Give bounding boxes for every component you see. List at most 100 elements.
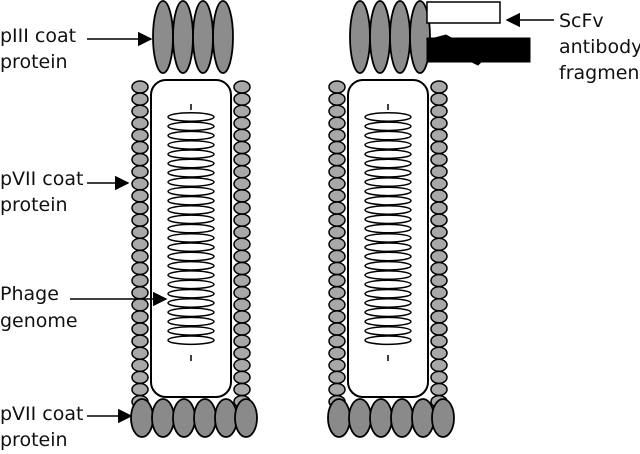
scfv-antibody-fragment: [425, 1, 531, 66]
phage-genome-label: Phage genome: [0, 283, 78, 332]
right-coat-protein-bead: [430, 382, 448, 397]
left-coat-protein-bead: [131, 92, 149, 106]
left-coat-protein-bead: [131, 249, 149, 264]
right-coat-protein-bead: [233, 237, 251, 252]
genome-coil: [364, 270, 412, 281]
right-coat-protein-bead: [233, 334, 251, 348]
genome-coil: [167, 232, 215, 243]
genome-coil: [167, 158, 215, 169]
right-coat-protein-bead: [233, 164, 251, 179]
bottom-coat-protein: [369, 398, 393, 438]
left-coat-protein-bead: [328, 80, 346, 94]
left-coat-protein-bead: [328, 189, 346, 203]
left-coat-protein-bead: [131, 346, 149, 360]
right-coat-protein-bead: [430, 249, 448, 264]
genome-coil: [364, 139, 412, 150]
right-coat-protein-bead: [233, 80, 251, 94]
genome-coil: [167, 242, 215, 253]
left-coat-protein-bead: [131, 382, 149, 397]
piii-coat-protein: [172, 0, 194, 74]
right-coat-protein-bead: [430, 273, 448, 288]
bottom-coat-protein: [327, 398, 351, 438]
left-coat-protein-bead: [131, 310, 149, 324]
piii-coat-protein: [369, 0, 391, 74]
right-coat-protein-bead: [430, 189, 448, 203]
right-coat-protein-bead: [233, 285, 251, 300]
bottom-coat-protein: [151, 398, 175, 438]
piii-coat-protein: [389, 0, 411, 74]
genome-coil: [167, 335, 215, 346]
left-coat-protein-bead: [131, 80, 149, 94]
genome-coil: [167, 279, 215, 290]
genome-coil: [167, 316, 215, 327]
left-coat-protein-bead: [328, 152, 346, 167]
left-coat-protein-bead: [131, 225, 149, 239]
piii-coat-protein: [212, 0, 234, 74]
genome-coil: [167, 195, 215, 206]
left-coat-protein-bead: [131, 140, 149, 155]
left-coat-protein-bead: [328, 310, 346, 324]
left-coat-protein-bead: [131, 358, 149, 373]
right-coat-protein-bead: [233, 128, 251, 143]
left-coat-protein-bead: [131, 334, 149, 348]
left-coat-protein-bead: [131, 261, 149, 276]
left-coat-protein-bead: [131, 164, 149, 179]
right-coat-protein-bead: [430, 334, 448, 348]
left-coat-protein-bead: [328, 92, 346, 106]
left-coat-protein-bead: [328, 201, 346, 215]
genome-coil: [167, 288, 215, 299]
right-coat-protein-bead: [233, 370, 251, 385]
left-coat-protein-bead: [328, 322, 346, 336]
right-coat-protein-bead: [233, 225, 251, 239]
label-arrows: [70, 12, 554, 424]
genome-coil: [364, 242, 412, 253]
left-coat-protein-bead: [131, 189, 149, 203]
genome-coil: [167, 270, 215, 281]
bottom-coat-protein: [130, 398, 154, 438]
genome-coil: [364, 288, 412, 299]
left-coat-protein-bead: [328, 298, 346, 312]
left-coat-protein-bead: [131, 285, 149, 300]
right-coat-protein-bead: [233, 201, 251, 215]
left-coat-protein-bead: [131, 237, 149, 252]
capsid-outline: [347, 79, 429, 398]
piii-coat-protein: [409, 0, 431, 74]
left-coat-protein-bead: [131, 213, 149, 227]
bottom-coat-protein: [431, 398, 455, 438]
genome-coil: [167, 260, 215, 271]
bottom-coat-protein: [234, 398, 258, 438]
right-coat-protein-bead: [233, 213, 251, 227]
right-coat-protein-bead: [233, 382, 251, 397]
left-coat-protein-bead: [328, 128, 346, 143]
left-coat-protein-bead: [328, 358, 346, 373]
right-coat-protein-bead: [233, 177, 251, 191]
genome-coil: [364, 214, 412, 225]
right-coat-protein-bead: [430, 152, 448, 167]
right-coat-protein-bead: [233, 346, 251, 360]
genome-coil: [364, 260, 412, 271]
left-coat-protein-bead: [328, 116, 346, 131]
genome-coil: [364, 251, 412, 262]
pvii-coat-protein-middle-label: pVII coat protein: [0, 168, 90, 216]
right-coat-protein-bead: [233, 116, 251, 131]
genome-coil: [364, 195, 412, 206]
right-coat-protein-bead: [233, 261, 251, 276]
right-coat-protein-bead: [430, 322, 448, 336]
genome-coil: [364, 316, 412, 327]
right-coat-protein-bead: [430, 298, 448, 312]
right-coat-protein-bead: [430, 164, 448, 179]
right-coat-protein-bead: [233, 358, 251, 373]
genome-coil: [364, 307, 412, 318]
left-coat-protein-bead: [131, 201, 149, 215]
right-coat-protein-bead: [430, 285, 448, 300]
left-coat-protein-bead: [328, 334, 346, 348]
right-coat-protein-bead: [233, 152, 251, 167]
bottom-coat-protein: [193, 398, 217, 438]
left-phage: [130, 0, 258, 438]
left-coat-protein-bead: [328, 382, 346, 397]
right-coat-protein-bead: [430, 92, 448, 106]
left-coat-protein-bead: [131, 370, 149, 385]
left-coat-protein-bead: [131, 152, 149, 167]
genome-coil: [167, 307, 215, 318]
genome-coil: [167, 112, 215, 122]
